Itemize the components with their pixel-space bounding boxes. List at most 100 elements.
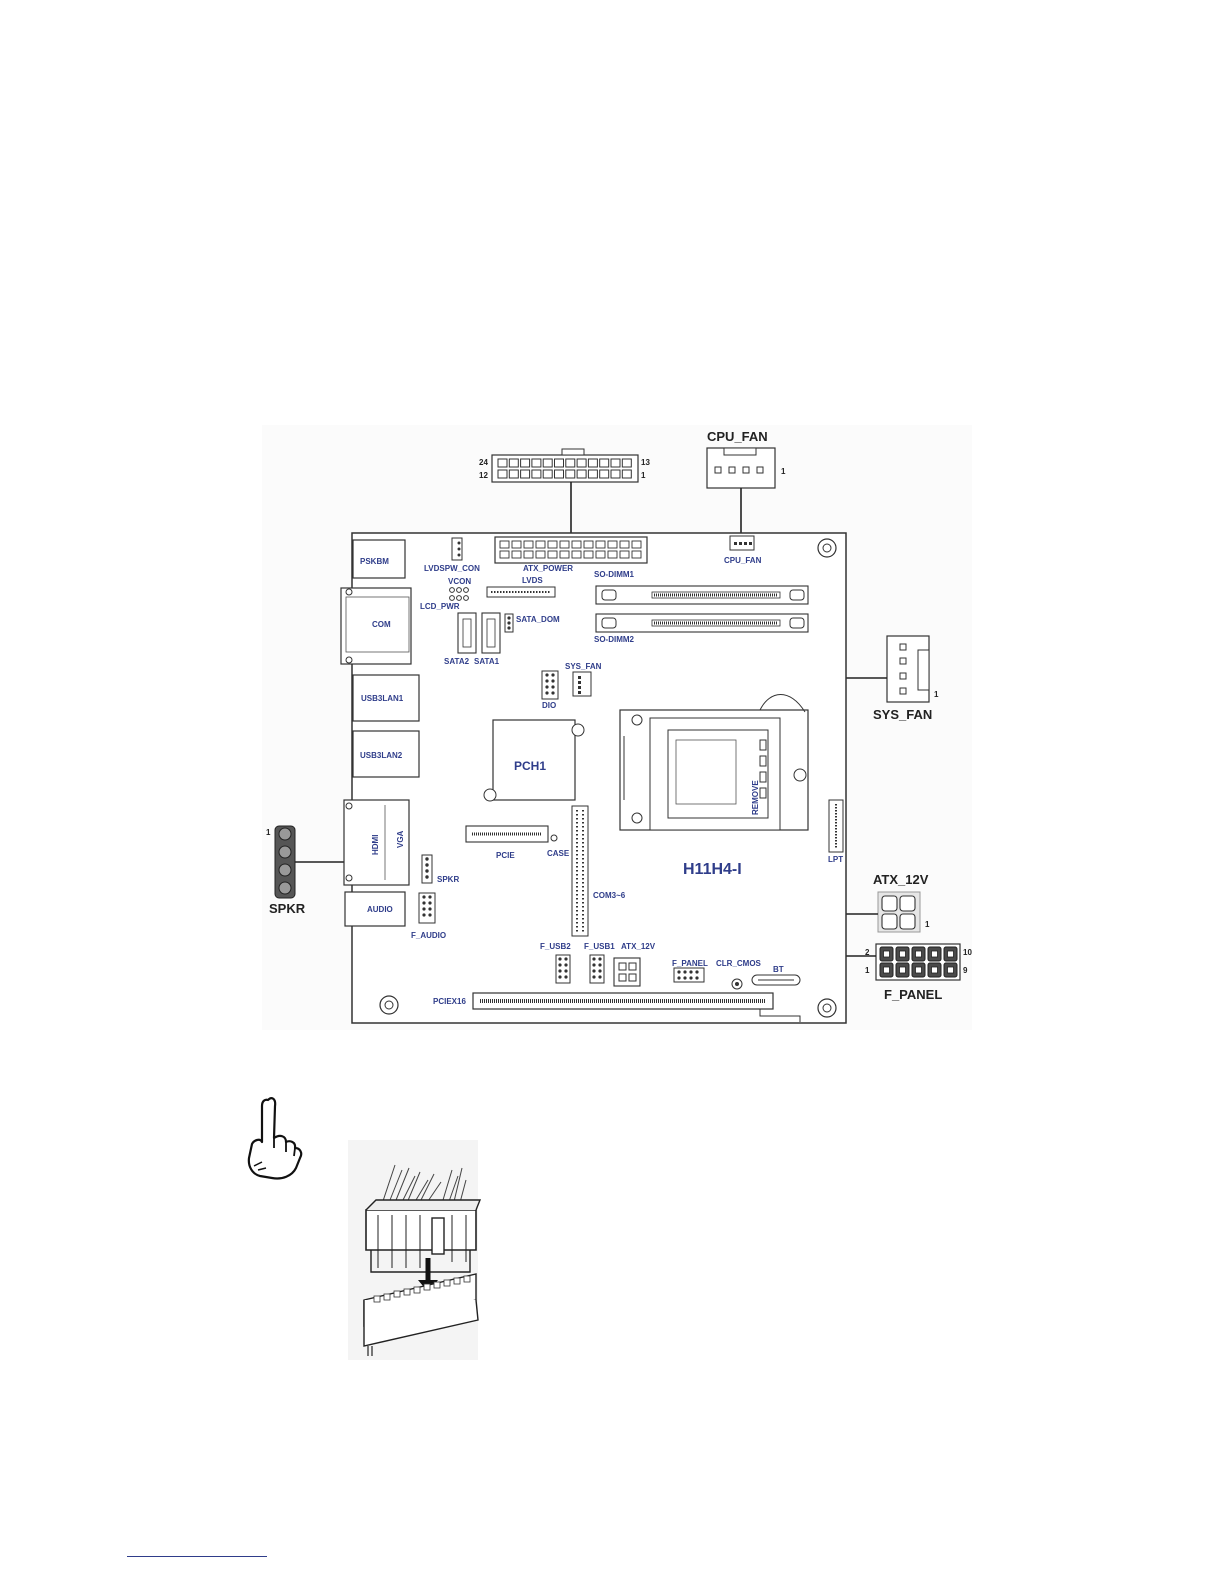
atx-power-zoom-pin xyxy=(531,469,542,479)
sys-fan-header xyxy=(572,671,592,697)
atx-power-board-pin xyxy=(631,550,642,559)
cpu-fan-pin-1: 1 xyxy=(781,467,786,476)
atx-power-board-pin xyxy=(619,540,630,549)
hdmi-label: HDMI xyxy=(371,835,380,855)
atx-power-board-pin xyxy=(523,540,534,549)
usb3lan1-label: USB3LAN1 xyxy=(361,694,404,703)
atx-power-zoom-pin xyxy=(565,458,576,468)
atx-12v-callout-title: ATX_12V xyxy=(873,872,929,887)
f-audio-label: F_AUDIO xyxy=(411,931,446,940)
pointing-hand-icon xyxy=(247,1097,303,1180)
f-panel-zoom-pin xyxy=(911,946,926,962)
atx-power-connector-zoom xyxy=(491,448,639,534)
audio-label: AUDIO xyxy=(367,905,393,914)
atx-power-connector xyxy=(494,536,648,564)
f-panel-callout-title: F_PANEL xyxy=(884,987,942,1002)
vcon-lcd-pwr-headers xyxy=(449,587,469,601)
atx-power-zoom-pin xyxy=(508,458,519,468)
lpt-label: LPT xyxy=(828,855,843,864)
f-panel-zoom-pin xyxy=(927,962,942,978)
atx-power-zoom-pin xyxy=(621,469,632,479)
atx-power-board-pin xyxy=(595,550,606,559)
atx-power-zoom-pin xyxy=(587,469,598,479)
atx-power-zoom-pin xyxy=(542,469,553,479)
footer-rule xyxy=(127,1556,267,1557)
sata-connectors xyxy=(457,612,514,654)
atx-power-zoom-pin xyxy=(497,469,508,479)
f-panel-board-label: F_PANEL xyxy=(672,959,708,968)
pcie-mini-slot xyxy=(465,825,558,843)
atx-power-board-pin xyxy=(571,540,582,549)
f-panel-zoom-pin xyxy=(895,962,910,978)
f-panel-zoom-pin xyxy=(895,946,910,962)
atx-power-board-pin xyxy=(571,550,582,559)
atx-power-board-pin xyxy=(535,550,546,559)
clr-cmos-jumper xyxy=(731,978,743,990)
lvdspw-connector xyxy=(451,537,463,561)
atx-power-board-pin xyxy=(499,540,510,549)
atx-power-zoom-pin xyxy=(599,469,610,479)
spkr-pin-1: 1 xyxy=(266,828,271,837)
f-usb1-label: F_USB1 xyxy=(584,942,615,951)
atx-power-board-pin xyxy=(619,550,630,559)
atx-power-board-pin xyxy=(607,540,618,549)
spkr-callout-title: SPKR xyxy=(269,901,306,916)
pciex16-label: PCIEX16 xyxy=(433,997,466,1006)
atx-power-pin-12: 12 xyxy=(479,471,488,480)
atx-power-label: ATX_POWER xyxy=(523,564,573,573)
f-panel-header xyxy=(673,967,705,983)
cpu-fan-callout-title: CPU_FAN xyxy=(707,429,768,444)
cpu-socket xyxy=(619,694,809,831)
power-plug-insertion-illustration xyxy=(348,1140,482,1360)
atx-power-zoom-pin xyxy=(565,469,576,479)
atx-power-board-pin xyxy=(523,550,534,559)
sata-dom-label: SATA_DOM xyxy=(516,615,560,624)
pciex16-slot xyxy=(472,992,801,1022)
f-panel-pin-10: 10 xyxy=(963,948,972,957)
cpu-fan-connector-zoom xyxy=(706,447,776,536)
dio-label: DIO xyxy=(542,701,556,710)
f-panel-pin-1: 1 xyxy=(865,966,870,975)
lpt-connector xyxy=(828,799,844,853)
atx-power-board-pin xyxy=(499,550,510,559)
sys-fan-board-label: SYS_FAN xyxy=(565,662,602,671)
com3-6-label: COM3~6 xyxy=(593,891,626,900)
lcd-pwr-label: LCD_PWR xyxy=(420,602,460,611)
atx-power-zoom-pin xyxy=(508,469,519,479)
atx-power-zoom-pin xyxy=(554,458,564,468)
atx-power-board-pin xyxy=(511,540,522,549)
atx-power-zoom-pin xyxy=(531,458,542,468)
usb3lan2-label: USB3LAN2 xyxy=(360,751,403,760)
atx-power-board-pin xyxy=(559,540,570,549)
cpu-fan-board-label: CPU_FAN xyxy=(724,556,762,565)
f-panel-pin-9: 9 xyxy=(963,966,968,975)
atx-power-board-pin xyxy=(547,540,558,549)
atx-power-board-pin xyxy=(559,550,570,559)
sata2-label: SATA2 xyxy=(444,657,470,666)
pskbm-label: PSKBM xyxy=(360,557,389,566)
sys-fan-pin-1: 1 xyxy=(934,690,939,699)
vcon-label: VCON xyxy=(448,577,471,586)
case-label: CASE xyxy=(547,849,570,858)
atx-power-zoom-pin xyxy=(497,458,508,468)
atx-power-board-pin xyxy=(631,540,642,549)
atx-power-board-pin xyxy=(583,540,594,549)
rear-io-ports xyxy=(340,539,420,927)
atx-power-pin-1: 1 xyxy=(641,471,646,480)
lvdspw-con-label: LVDSPW_CON xyxy=(424,564,480,573)
f-panel-zoom-pin xyxy=(943,946,958,962)
spkr-header xyxy=(421,854,433,884)
com-label: COM xyxy=(372,620,391,629)
atx-power-zoom-pin xyxy=(554,469,564,479)
atx-power-zoom-pin xyxy=(599,458,610,468)
atx-power-zoom-pin xyxy=(610,469,621,479)
atx-12v-pin-1: 1 xyxy=(925,920,930,929)
pch1-label: PCH1 xyxy=(514,759,546,773)
f-panel-zoom-pin xyxy=(927,946,942,962)
atx-12v-board-label: ATX_12V xyxy=(621,942,656,951)
f-usb-headers xyxy=(555,954,605,984)
so-dimm-slots xyxy=(595,585,809,633)
f-audio-header xyxy=(418,892,436,924)
atx-power-pin-24: 24 xyxy=(479,458,488,467)
